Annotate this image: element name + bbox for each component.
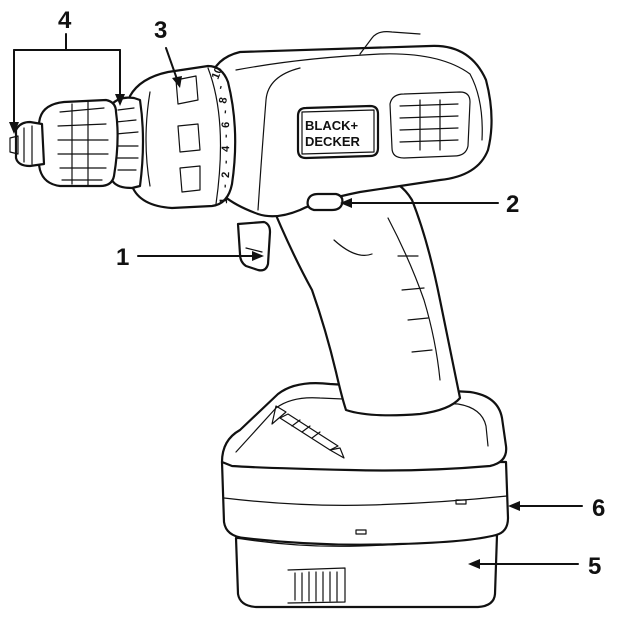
dial-mark: 2 (220, 172, 232, 179)
dial-mark: - (220, 134, 232, 138)
callout-4: 4 (58, 7, 72, 34)
torque-collar[interactable]: 1 - 2 - 4 - 6 - 8 - 10 (125, 64, 237, 210)
motor-vent (389, 91, 471, 159)
brand-line1: BLACK+ (305, 118, 358, 133)
brand-logo: BLACK+ DECKER (296, 104, 380, 160)
callout-6: 6 (592, 495, 605, 522)
dial-mark: - (219, 109, 231, 114)
dial-mark: 1 (218, 198, 230, 205)
dial-mark: 10 (210, 65, 226, 81)
callout-1: 1 (116, 244, 129, 271)
keyless-chuck[interactable] (9, 96, 145, 190)
dial-mark: - (220, 160, 232, 164)
dial-mark: 4 (220, 145, 232, 152)
dial-mark: 8 (217, 96, 230, 104)
direction-slider[interactable] (306, 192, 344, 212)
callout-2: 2 (506, 191, 519, 218)
battery-pack (220, 382, 510, 609)
torque-scale: 1 - 2 - 4 - 6 - 8 - 10 (210, 65, 233, 204)
dial-mark: 6 (220, 122, 232, 129)
drill-handle (266, 176, 462, 417)
brand-line2: DECKER (305, 134, 361, 149)
battery-vent (287, 567, 346, 604)
dial-mark: - (219, 184, 231, 188)
callout-3: 3 (154, 17, 167, 44)
callout-5: 5 (588, 553, 601, 580)
trigger-switch[interactable] (236, 220, 272, 272)
dial-mark: - (214, 84, 227, 91)
callout-lines (9, 33, 583, 569)
stored-bit-icon (271, 405, 345, 459)
